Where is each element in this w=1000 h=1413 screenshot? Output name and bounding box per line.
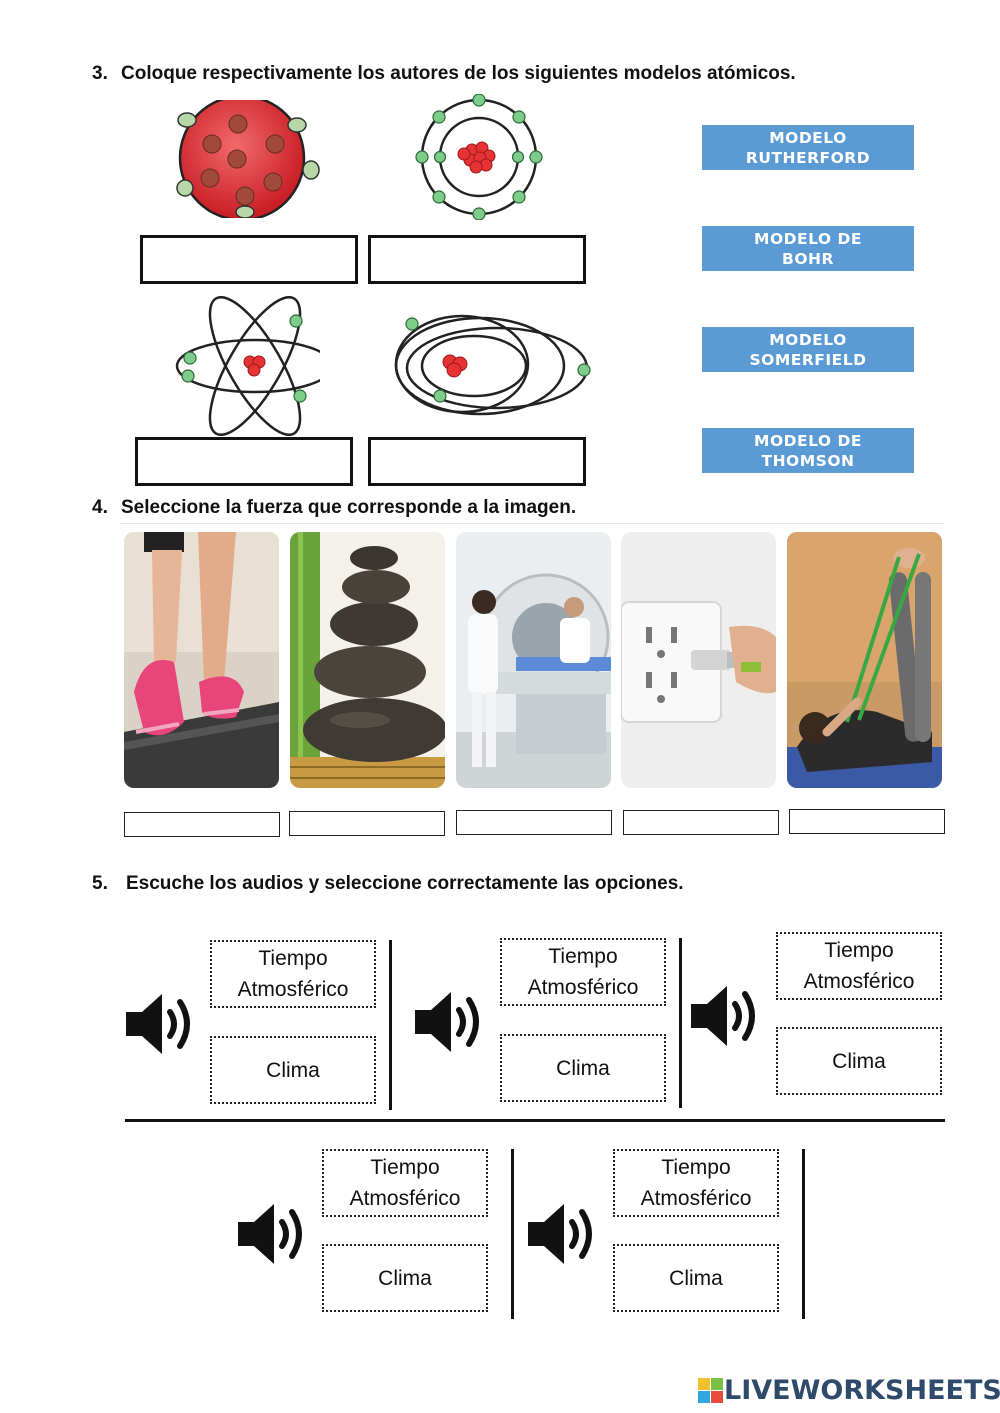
elliptical-orbit-atom-image [394, 314, 591, 416]
label-line: RUTHERFORD [745, 148, 871, 167]
liveworksheets-logo-icon [698, 1377, 723, 1403]
option-line: Tiempo [370, 1156, 440, 1179]
liveworksheets-logo: LIVEWORKSHEETS [698, 1375, 1000, 1406]
option-line: Tiempo [824, 939, 894, 962]
question-number: 3. [92, 63, 108, 84]
answer-box-atom-1[interactable] [140, 235, 358, 284]
option-line: Atmosférico [803, 970, 915, 993]
electric-plug-photo [621, 532, 776, 788]
medical-scanner-photo [456, 532, 611, 788]
bohr-orbit-atom-image [415, 94, 543, 220]
option-tiempo-atmosferico[interactable]: Tiempo Atmosférico [613, 1149, 779, 1217]
answer-box-force-1[interactable] [124, 812, 280, 837]
option-tiempo-atmosferico[interactable]: Tiempo Atmosférico [210, 940, 376, 1008]
resistance-band-exercise-photo [787, 532, 942, 788]
option-line: Atmosférico [349, 1187, 461, 1210]
option-line: Atmosférico [527, 976, 639, 999]
speaker-icon[interactable] [526, 1200, 602, 1268]
option-text: Clima [378, 1266, 432, 1290]
option-clima[interactable]: Clima [613, 1244, 779, 1312]
treadmill-running-photo [124, 532, 279, 788]
plum-pudding-atom-image [176, 100, 320, 218]
label-line: MODELO DE [754, 431, 862, 450]
label-line: MODELO [769, 330, 847, 349]
answer-box-force-4[interactable] [623, 810, 779, 835]
question-number: 5. [92, 873, 108, 894]
divider-vertical [802, 1149, 805, 1319]
answer-box-atom-2[interactable] [368, 235, 586, 284]
label-modelo-rutherford[interactable]: MODELO RUTHERFORD [702, 125, 914, 170]
option-line: Tiempo [548, 945, 618, 968]
option-text: Clima [556, 1056, 610, 1080]
option-clima[interactable]: Clima [500, 1034, 666, 1102]
answer-box-atom-3[interactable] [135, 437, 353, 486]
speaker-icon[interactable] [124, 990, 200, 1058]
option-line: Tiempo [258, 947, 328, 970]
option-line: Atmosférico [237, 978, 349, 1001]
question-text: Escuche los audios y seleccione correcta… [126, 873, 684, 894]
question-5: 5. Escuche los audios y seleccione correc… [92, 873, 684, 895]
option-text: Clima [266, 1058, 320, 1082]
answer-box-atom-4[interactable] [368, 437, 586, 486]
divider-vertical [679, 938, 682, 1108]
label-line: THOMSON [761, 451, 855, 470]
option-tiempo-atmosferico[interactable]: Tiempo Atmosférico [322, 1149, 488, 1217]
option-clima[interactable]: Clima [776, 1027, 942, 1095]
option-line: Atmosférico [640, 1187, 752, 1210]
question-4: 4. Seleccione la fuerza que corresponde a… [92, 497, 576, 519]
option-clima[interactable]: Clima [210, 1036, 376, 1104]
label-line: MODELO DE [754, 229, 862, 248]
speaker-icon[interactable] [689, 982, 765, 1050]
question-3: 3. Coloque respectivamente los autores de… [92, 63, 796, 85]
option-text: Clima [832, 1049, 886, 1073]
answer-box-force-5[interactable] [789, 809, 945, 834]
divider [120, 523, 944, 524]
stacked-stones-photo [290, 532, 445, 788]
label-modelo-somerfield[interactable]: MODELO SOMERFIELD [702, 327, 914, 372]
label-line: MODELO [769, 128, 847, 147]
option-tiempo-atmosferico[interactable]: Tiempo Atmosférico [776, 932, 942, 1000]
question-text: Seleccione la fuerza que corresponde a l… [121, 497, 577, 518]
divider-vertical [389, 940, 392, 1110]
question-text: Coloque respectivamente los autores de l… [121, 63, 796, 84]
option-clima[interactable]: Clima [322, 1244, 488, 1312]
option-text: Clima [669, 1266, 723, 1290]
label-modelo-thomson[interactable]: MODELO DE THOMSON [702, 428, 914, 473]
label-line: SOMERFIELD [749, 350, 867, 369]
answer-box-force-3[interactable] [456, 810, 612, 835]
speaker-icon[interactable] [413, 988, 489, 1056]
option-line: Tiempo [661, 1156, 731, 1179]
logo-text: LIVEWORKSHEETS [724, 1375, 1000, 1406]
option-tiempo-atmosferico[interactable]: Tiempo Atmosférico [500, 938, 666, 1006]
speaker-icon[interactable] [236, 1200, 312, 1268]
nuclear-atom-image [175, 296, 320, 436]
answer-box-force-2[interactable] [289, 811, 445, 836]
label-line: BOHR [782, 249, 834, 268]
divider-horizontal [125, 1119, 945, 1122]
question-number: 4. [92, 497, 108, 518]
divider-vertical [511, 1149, 514, 1319]
label-modelo-bohr[interactable]: MODELO DE BOHR [702, 226, 914, 271]
